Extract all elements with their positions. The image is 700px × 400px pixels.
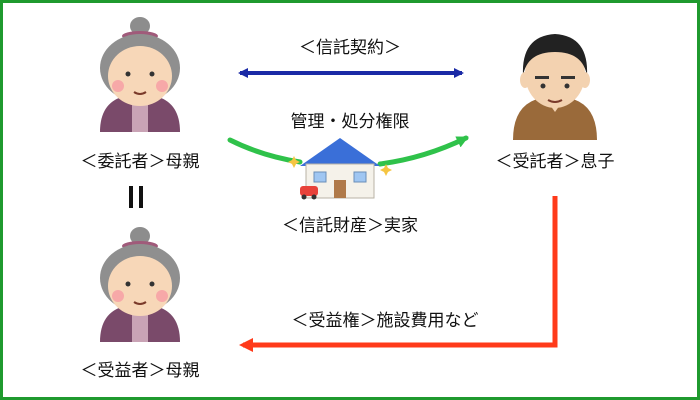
beneficiary-right-arrow — [239, 196, 558, 352]
authority-label: 管理・処分権限 — [290, 112, 410, 132]
equals-bars — [129, 186, 143, 208]
trust-property-label: ＜信託財産＞実家 — [282, 216, 418, 236]
house-icon — [288, 138, 392, 200]
trustee-label: ＜受託者＞息子 — [495, 152, 615, 172]
settlor-label: ＜委託者＞母親 — [80, 152, 200, 172]
beneficiary-label: ＜受益者＞母親 — [80, 361, 200, 381]
authority-arrow-right — [377, 135, 469, 167]
trust-contract-label: ＜信託契約＞ — [299, 38, 401, 58]
grandmother-icon — [100, 227, 180, 342]
beneficiary-right-label: ＜受益権＞施設費用など — [291, 311, 479, 331]
authority-arrow-left — [227, 137, 303, 165]
son-icon — [513, 34, 597, 140]
grandmother-icon — [100, 17, 180, 132]
